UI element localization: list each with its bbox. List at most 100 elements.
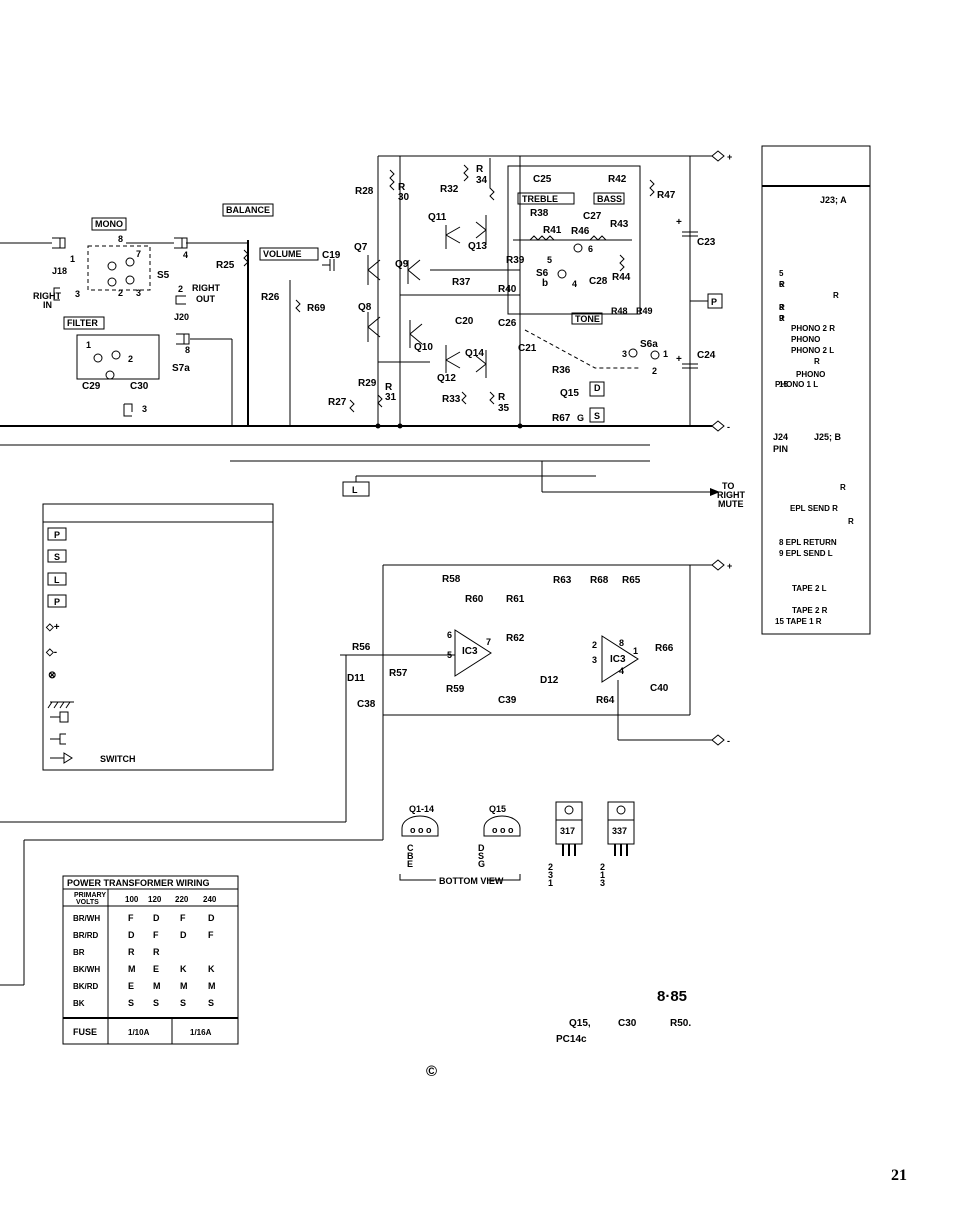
j25-label: J25; B [814,432,842,442]
connector-signal: TAPE 2 L [792,584,827,593]
svg-text:◇+: ◇+ [45,622,60,633]
voltage-header: 220 [175,895,189,904]
svg-text:R64: R64 [596,695,615,706]
connector-pin: 9 [779,314,784,323]
svg-text:R57: R57 [389,668,408,679]
legend-symbol-box [47,594,67,608]
svg-text:C40: C40 [650,683,669,694]
svg-text:6: 6 [447,630,452,640]
svg-text:C26: C26 [498,318,517,329]
svg-text:o o o: o o o [492,825,514,835]
connector-signal: R [779,280,785,289]
svg-text:4: 4 [183,250,188,260]
svg-text:R32: R32 [440,184,459,195]
tone-label: TONE [575,314,600,324]
pin-317-b: 3 [548,870,553,880]
pin-317-c: 1 [548,878,553,888]
output-caps: + C23 P + C24 [676,217,723,369]
connector-pin: 5 [779,269,784,278]
svg-text:⊗: ⊗ [48,670,56,681]
mono-label: MONO [95,219,123,229]
svg-text:R40: R40 [498,284,517,295]
right-out-label-2: OUT [196,294,216,304]
svg-text:C25: C25 [533,174,552,185]
svg-text:S5: S5 [157,270,170,281]
primary-label-1: PRIMARY [74,892,106,899]
svg-text:R41: R41 [543,225,562,236]
terminal-letter: R [128,947,135,957]
svg-text:8: 8 [619,638,624,648]
positive-rail-top: + [378,150,732,162]
terminal-letter: E [128,981,134,991]
legend-symbol-letter: L [54,575,60,585]
svg-text:IC3: IC3 [462,646,478,657]
terminal-letter: F [208,930,214,940]
svg-text:+: + [676,354,682,365]
terminal-letter: F [153,930,159,940]
svg-text:-: - [727,736,730,746]
package-drawings: Q1-14 Q15 o o o o o o C B E D S G BOTTOM… [399,801,635,888]
to-right-mute-3: MUTE [718,499,744,509]
wire-color: BK/WH [73,965,100,974]
connector-signal: PHONO [791,335,820,344]
treble-label: TREBLE [522,194,558,204]
primary-label-2: VOLTS [76,899,99,906]
right-out-label-1: RIGHT [192,283,221,293]
to-right-mute-2: RIGHT [717,490,746,500]
svg-text:C21: C21 [518,343,537,354]
svg-text:C39: C39 [498,695,517,706]
pin-e: E [407,859,413,869]
svg-text:6: 6 [588,244,593,254]
svg-text:1: 1 [70,254,75,264]
balance-control: BALANCE R25 [186,203,274,271]
svg-text:R25: R25 [216,260,235,271]
svg-text:+: + [727,561,732,571]
connector-signal: 8 EPL RETURN [779,538,837,547]
terminal-letter: S [180,998,186,1008]
note-r50: R50. [670,1018,691,1029]
svg-text:C38: C38 [357,699,376,710]
connector-signal: EPL SEND R [790,504,838,513]
connector-signal: PHONO 1 L [775,380,818,389]
legend-symbol-box [47,572,67,586]
amplifier-stage: R28 R30 R32 R34 Q11 Q13 Q7 Q9 Q8 Q10 Q14… [328,156,605,429]
j24-label: J24 [773,432,788,442]
svg-text:R63: R63 [553,575,572,586]
svg-text:Q7: Q7 [354,242,368,253]
note-q15: Q15, [569,1018,591,1029]
svg-text:R27: R27 [328,397,347,408]
right-in-label-2: IN [43,300,52,310]
reg-337-label: 337 [612,826,627,836]
svg-text:S7a: S7a [172,363,190,374]
legend-symbol-letter: P [54,530,60,540]
svg-text:S6a: S6a [640,339,658,350]
svg-text:R47: R47 [657,190,676,201]
svg-text:R59: R59 [446,684,465,695]
connector-signal: PHONO [796,370,825,379]
svg-text:3: 3 [622,349,627,359]
svg-text:31: 31 [385,392,397,403]
svg-text:R26: R26 [261,292,280,303]
svg-text:+: + [676,217,682,228]
power-table-title: POWER TRANSFORMER WIRING [67,878,210,888]
svg-text:o o o: o o o [410,825,432,835]
svg-text:R39: R39 [506,255,525,266]
fuse-value-2: 1/16A [190,1028,212,1037]
terminal-letter: M [153,981,161,991]
terminal-letter: F [180,913,186,923]
pin-337-a: 2 [600,862,605,872]
svg-text:7: 7 [486,637,491,647]
svg-text:1: 1 [663,349,668,359]
connector-signal: PHONO 2 L [791,346,834,355]
bottom-view-label: BOTTOM VIEW [439,876,504,886]
svg-text:R42: R42 [608,174,627,185]
terminal-letter: M [128,964,136,974]
svg-text:-: - [727,422,730,432]
svg-text:R69: R69 [307,303,326,314]
svg-text:R61: R61 [506,594,525,605]
pin-d: D [478,843,485,853]
svg-text:30: 30 [398,192,410,203]
svg-text:4: 4 [572,279,577,289]
